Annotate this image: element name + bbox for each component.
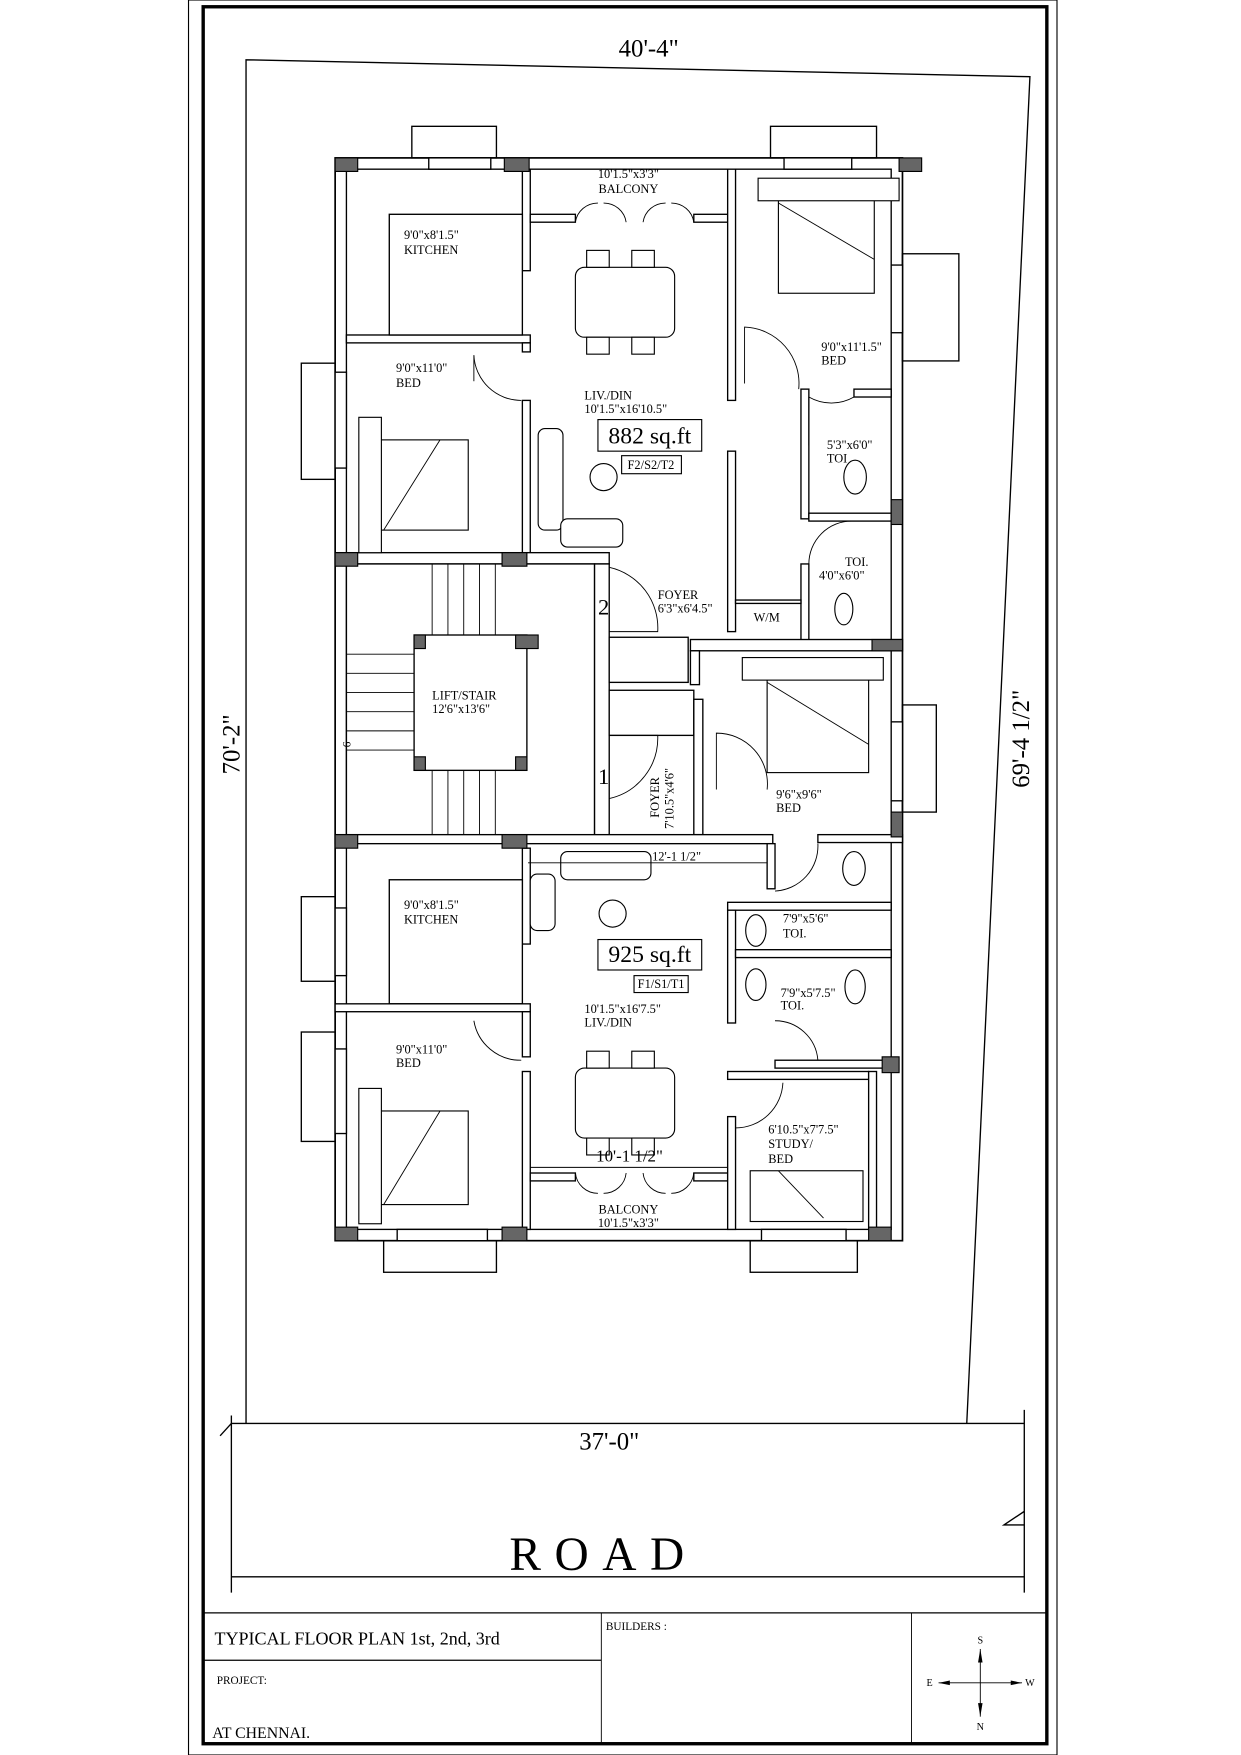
door-number-1: 1 xyxy=(598,764,609,789)
bed-lower-left-name: BED xyxy=(396,1056,421,1070)
dining-table-lower xyxy=(574,1050,676,1156)
toilet-lower2-name: TOI. xyxy=(781,998,805,1012)
unit-code-upper-box xyxy=(621,455,682,475)
kitchen-lower-size: 9'0"x8'1.5" xyxy=(404,898,459,912)
sofa-upper xyxy=(537,428,624,548)
plot-boundary xyxy=(245,59,1031,1424)
compass-icon xyxy=(938,1648,1023,1717)
bed-upper-right-name: BED xyxy=(821,353,846,367)
toilet-upper1-name: TOI xyxy=(827,451,847,465)
bed-core-right xyxy=(741,656,884,774)
furniture xyxy=(358,177,900,1225)
toilet-upper2-name: TOI. xyxy=(845,555,869,569)
compass-s: S xyxy=(977,1635,983,1646)
title-block xyxy=(203,1612,1047,1744)
washing-machine-label: W/M xyxy=(754,610,780,624)
windows xyxy=(300,125,960,1273)
study-name: STUDY/ xyxy=(768,1137,813,1151)
bed-lower-left xyxy=(358,1087,469,1225)
bed-study xyxy=(749,1170,864,1223)
area-lower: 925 sq.ft xyxy=(608,942,691,968)
dimension-inner-bottom: 10'-1 1/2" xyxy=(596,1147,663,1166)
foyer-lower-size: 7'10.5"x4'6" xyxy=(663,768,677,829)
area-upper: 882 sq.ft xyxy=(608,423,691,449)
balcony-lower-size: 10'1.5"x3'3" xyxy=(598,1216,659,1230)
living-upper-name: LIV./DIN xyxy=(584,388,632,402)
living-upper-size: 10'1.5"x16'10.5" xyxy=(584,402,667,416)
toilet-lower1-name: TOI. xyxy=(783,926,807,940)
dimension-right: 69'-4 1/2" xyxy=(1008,690,1035,788)
core-size: 12'6"x13'6" xyxy=(432,702,490,716)
road xyxy=(219,1409,1025,1593)
bed-upper-left-name: BED xyxy=(396,376,421,390)
area-lower-box xyxy=(597,938,703,971)
balcony-upper-name: BALCONY xyxy=(598,182,658,196)
compass-w: W xyxy=(1025,1678,1035,1689)
toilet-upper1-size: 5'3"x6'0" xyxy=(827,438,873,452)
foyer-upper-name: FOYER xyxy=(658,588,699,602)
foyer-lower-name: FOYER xyxy=(648,776,662,817)
kitchen-upper-size: 9'0"x8'1.5" xyxy=(404,228,459,242)
bed-upper-left-size: 9'0"x11'0" xyxy=(396,361,447,375)
compass-e: E xyxy=(926,1678,932,1689)
living-lower-name: LIV./DIN xyxy=(584,1015,632,1029)
drawing-title: TYPICAL FLOOR PLAN 1st, 2nd, 3rd xyxy=(214,1628,499,1648)
balcony-lower-name: BALCONY xyxy=(598,1203,658,1217)
area-upper-box xyxy=(597,419,703,452)
bed-lower-right-size: 9'6"x9'6" xyxy=(776,788,822,802)
columns xyxy=(334,157,923,1242)
dimension-left: 70'-2" xyxy=(218,714,245,774)
sheet-border-outer xyxy=(187,0,1058,1755)
bed-upper-right-size: 9'0"x11'1.5" xyxy=(821,340,882,354)
living-lower-size: 10'1.5"x16'7.5" xyxy=(584,1002,661,1016)
toilet-upper2-size: 4'0"x6'0" xyxy=(819,569,865,583)
road-label: ROAD xyxy=(509,1529,697,1581)
toilet-lower1-size: 7'9"x5'6" xyxy=(783,912,829,926)
toilet-fixtures xyxy=(745,459,867,1005)
dimension-top: 40'-4" xyxy=(619,35,679,62)
core-name: LIFT/STAIR xyxy=(432,688,497,702)
dimension-inner-mid: 12'-1 1/2" xyxy=(652,850,701,864)
unit-code-lower-box xyxy=(633,975,689,994)
study-size: 6'10.5"x7'7.5" xyxy=(768,1123,838,1137)
foyer-upper-size: 6'3"x6'4.5" xyxy=(658,601,713,615)
sheet-border-inner xyxy=(201,5,1049,1746)
stair-treads xyxy=(346,563,496,835)
door-swings xyxy=(473,202,855,1194)
bed-lower-left-size: 9'0"x11'0" xyxy=(396,1042,447,1056)
kitchen-upper-name: KITCHEN xyxy=(404,243,458,257)
stair-dimension: 9 xyxy=(340,742,352,748)
dimension-bottom: 37'-0" xyxy=(579,1428,639,1455)
unit-code-lower: F1/S1/T1 xyxy=(638,977,685,991)
compass-n: N xyxy=(977,1722,985,1733)
unit-code-upper: F2/S2/T2 xyxy=(628,458,675,472)
dining-table-upper xyxy=(574,249,676,355)
project-label: PROJECT: xyxy=(217,1675,267,1687)
project-location: AT CHENNAI. xyxy=(212,1725,310,1742)
door-number-2: 2 xyxy=(598,595,609,620)
sofa-lower xyxy=(529,850,652,932)
builders-label: BUILDERS : xyxy=(606,1621,667,1633)
bed-upper-left xyxy=(358,416,469,554)
balcony-upper-size: 10'1.5"x3'3" xyxy=(598,167,659,181)
kitchen-lower-name: KITCHEN xyxy=(404,913,458,927)
bed-upper-right xyxy=(757,177,900,294)
bed-lower-right-name: BED xyxy=(776,801,801,815)
study-name-2: BED xyxy=(768,1152,793,1166)
toilet-lower2-size: 7'9"x5'7.5" xyxy=(781,986,836,1000)
